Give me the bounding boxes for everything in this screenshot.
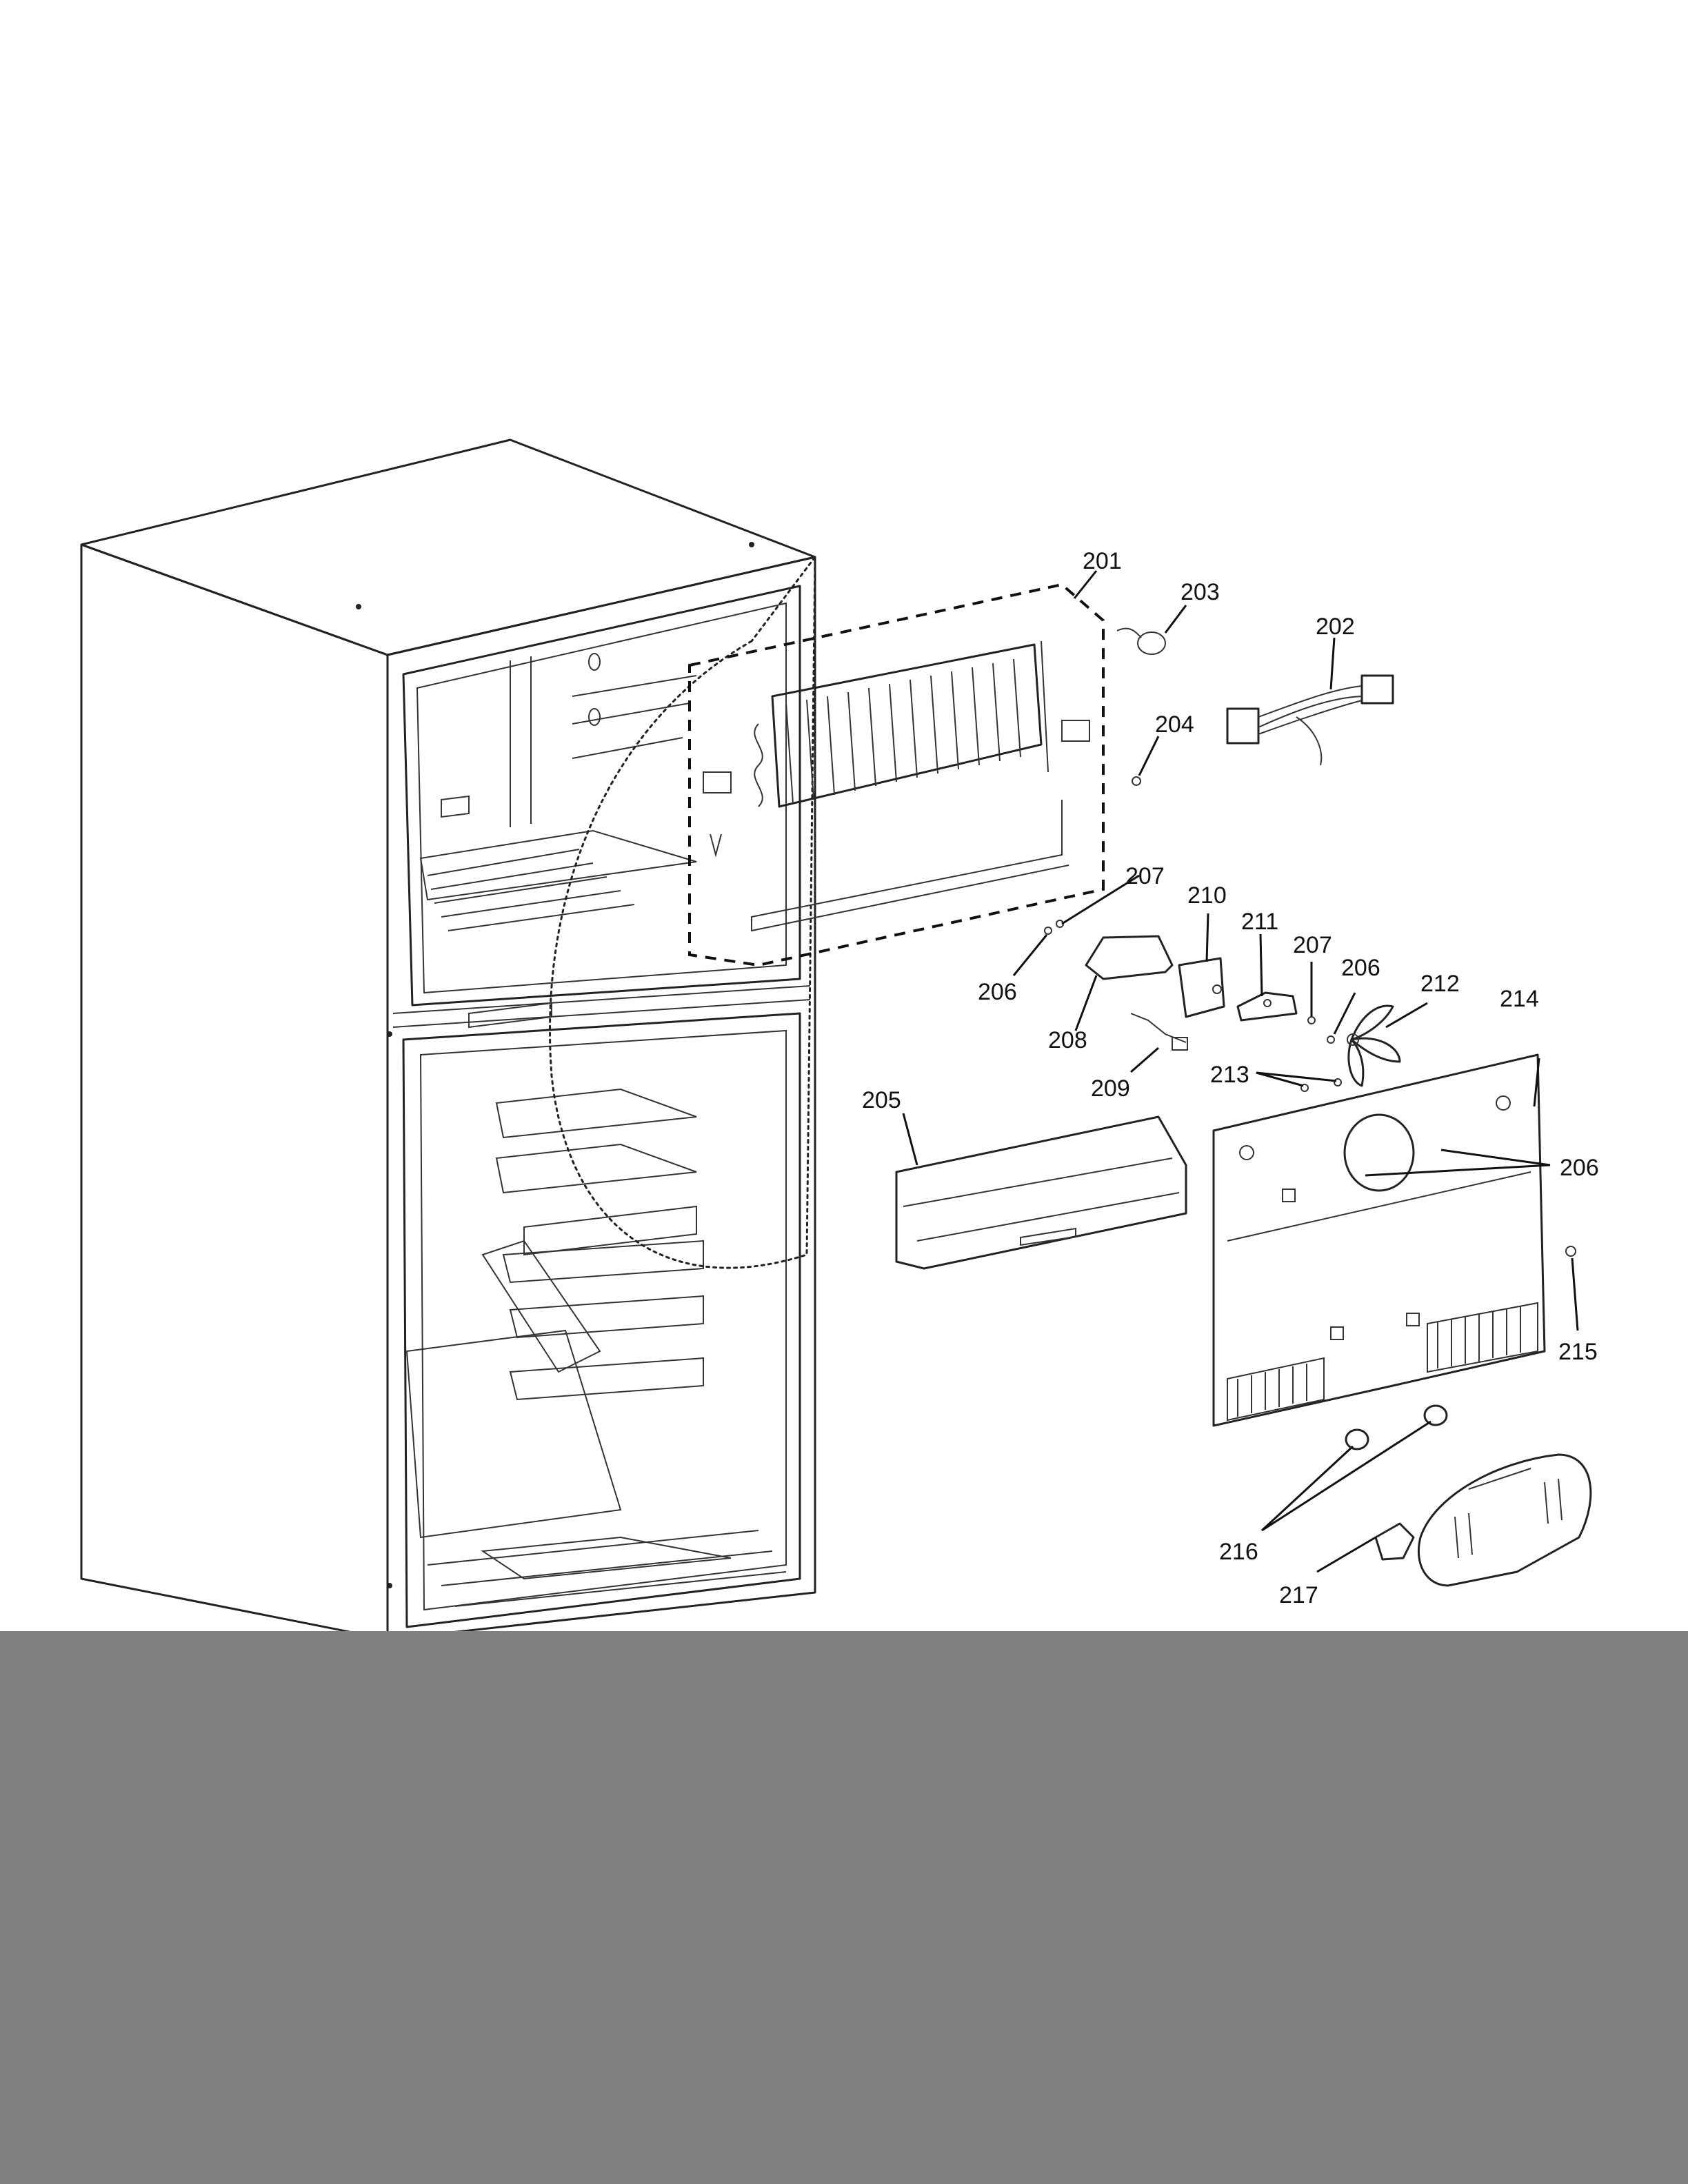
callout-217: 217 xyxy=(1279,1582,1318,1608)
callout-208: 208 xyxy=(1048,1027,1087,1053)
callout-210: 210 xyxy=(1187,882,1227,909)
part-217 xyxy=(1374,1522,1415,1561)
callout-206a: 206 xyxy=(1341,955,1380,981)
callout-207a: 207 xyxy=(1125,863,1165,889)
evaporator-cover-panel xyxy=(1212,1053,1546,1427)
magnifier-bubble xyxy=(549,556,816,1269)
callout-202: 202 xyxy=(1316,614,1355,640)
callout-215: 215 xyxy=(1558,1339,1598,1365)
fan-motor-bracket-211 xyxy=(1236,991,1298,1022)
leader-lines xyxy=(902,570,1579,1573)
air-duct xyxy=(1417,1453,1592,1587)
callout-216: 216 xyxy=(1219,1539,1258,1565)
callout-207b: 207 xyxy=(1293,932,1332,958)
callouts: 201 203 202 204 207 210 211 207 206 212 … xyxy=(862,548,1599,1608)
plugs-216 xyxy=(1345,1404,1448,1450)
refrigerator-cabinet xyxy=(80,438,816,1641)
wire-harness xyxy=(1226,674,1394,766)
callout-203: 203 xyxy=(1180,579,1220,605)
callout-214: 214 xyxy=(1500,986,1539,1012)
screw-204 xyxy=(1132,776,1141,786)
callout-205: 205 xyxy=(862,1087,901,1113)
callout-206b: 206 xyxy=(978,979,1017,1005)
gray-overlay-band xyxy=(0,1631,1688,2184)
evaporator-assembly xyxy=(688,583,1166,967)
callout-206c: 206 xyxy=(1560,1155,1599,1181)
fan-motor-210 xyxy=(1178,957,1225,1018)
fan-motor-wiring-209 xyxy=(1130,1013,1188,1051)
fan-blade xyxy=(1347,1004,1401,1087)
callout-211: 211 xyxy=(1241,909,1278,935)
callout-213: 213 xyxy=(1210,1062,1249,1088)
callout-204: 204 xyxy=(1155,711,1194,738)
fan-motor-bracket-208 xyxy=(1085,935,1174,980)
screw-215 xyxy=(1565,1246,1576,1257)
callout-201: 201 xyxy=(1083,548,1122,574)
freezer-tray xyxy=(895,1115,1187,1270)
callout-209: 209 xyxy=(1091,1075,1130,1102)
callout-212: 212 xyxy=(1420,971,1460,997)
